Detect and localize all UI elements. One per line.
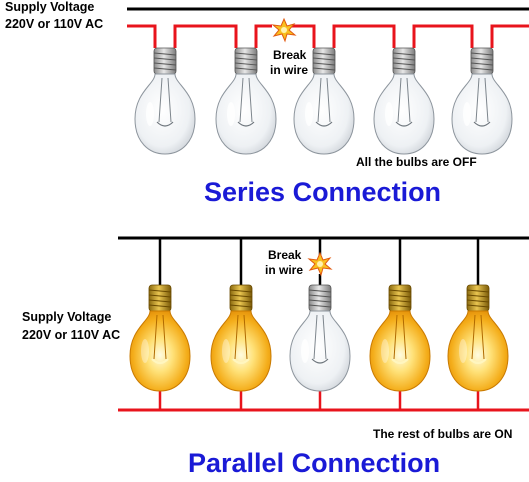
parallel-status-note: The rest of bulbs are ON bbox=[373, 427, 512, 441]
parallel-break-label: Break bbox=[268, 248, 302, 262]
parallel-title: Parallel Connection bbox=[188, 448, 440, 478]
parallel-break-spark-icon bbox=[307, 251, 333, 277]
series-live-wire bbox=[127, 24, 529, 48]
parallel-break-label-2: in wire bbox=[265, 263, 303, 277]
series-bulb-5 bbox=[451, 47, 513, 155]
series-section: Supply Voltage 220V or 110V AC Break in … bbox=[5, 0, 529, 207]
series-status-note: All the bulbs are OFF bbox=[356, 155, 477, 169]
parallel-supply-label: Supply Voltage bbox=[22, 310, 111, 324]
parallel-bulb-2 bbox=[210, 284, 272, 392]
series-supply-voltage: 220V or 110V AC bbox=[5, 17, 103, 31]
series-break-label: Break bbox=[273, 48, 307, 62]
parallel-neutral-drops bbox=[158, 238, 480, 288]
parallel-bulb-1 bbox=[129, 284, 191, 392]
series-bulb-1 bbox=[134, 47, 196, 155]
series-break-spark-icon bbox=[271, 17, 297, 43]
bulbs bbox=[129, 47, 513, 392]
series-break-label-2: in wire bbox=[270, 63, 308, 77]
parallel-bulb-3 bbox=[289, 284, 351, 392]
parallel-bulb-5 bbox=[447, 284, 509, 392]
series-title: Series Connection bbox=[204, 177, 441, 207]
series-bulb-4 bbox=[373, 47, 435, 155]
parallel-supply-voltage: 220V or 110V AC bbox=[22, 328, 120, 342]
parallel-section: Break in wire Supply Voltage 220V or 110… bbox=[22, 236, 529, 478]
series-bulb-2 bbox=[215, 47, 277, 155]
parallel-bulb-4 bbox=[369, 284, 431, 392]
series-supply-label: Supply Voltage bbox=[5, 0, 94, 14]
series-bulb-3 bbox=[293, 47, 355, 155]
